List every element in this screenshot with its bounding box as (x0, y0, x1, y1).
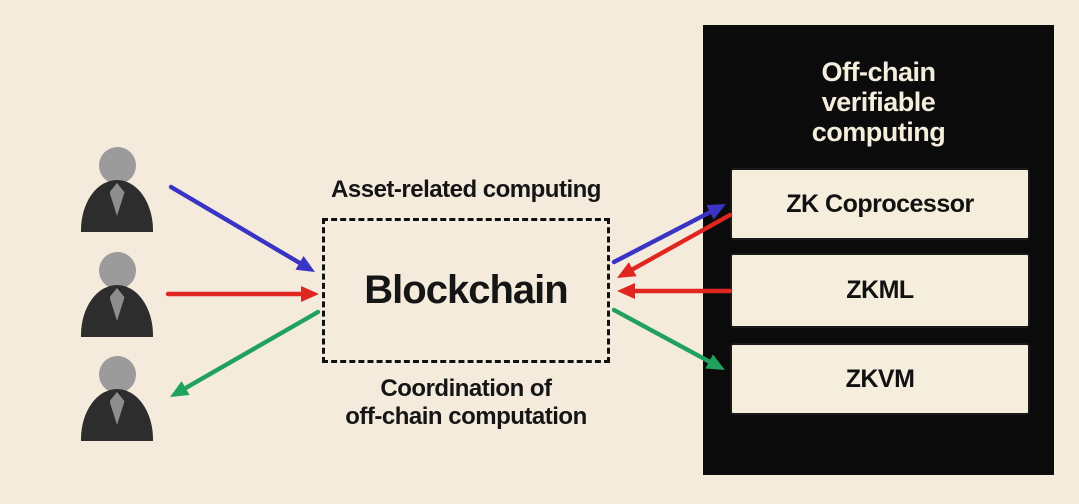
coordination-label: Coordination of off-chain computation (345, 375, 587, 430)
user-icon-3 (81, 356, 153, 444)
off-chain-panel: Off-chain verifiable computing ZK Coproc… (703, 25, 1054, 475)
zkvm-box: ZKVM (730, 343, 1030, 415)
blockchain-label: Blockchain (364, 268, 568, 312)
user-icon-1 (81, 147, 153, 235)
user-head-icon (98, 356, 136, 393)
blockchain-box: Blockchain (322, 218, 610, 363)
user-head-icon (98, 252, 136, 289)
user-icon-2 (81, 252, 153, 340)
user-head-icon (98, 147, 136, 184)
zk-coprocessor-box: ZK Coprocessor (730, 168, 1030, 240)
arrow-user2-to-blockchain (165, 286, 319, 302)
asset-related-computing-label: Asset-related computing (331, 176, 601, 203)
off-chain-panel-title: Off-chain verifiable computing (811, 57, 946, 147)
zkml-box: ZKML (730, 253, 1030, 328)
